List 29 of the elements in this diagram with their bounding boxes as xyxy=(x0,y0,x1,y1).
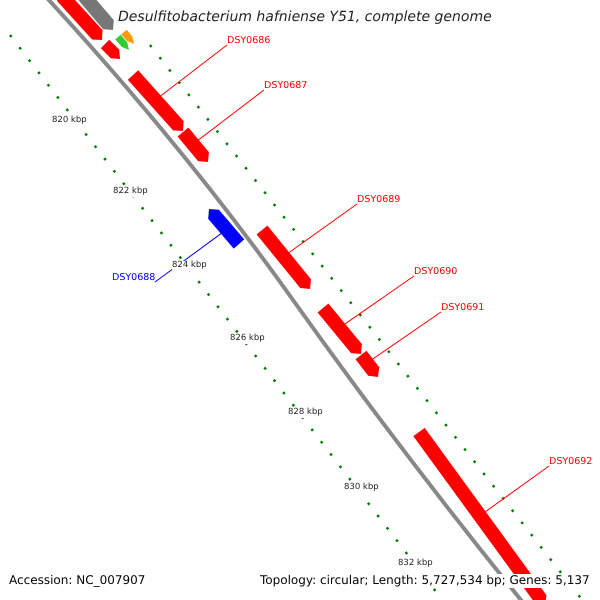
title: Desulfitobacterium hafniense Y51, complete genome xyxy=(118,9,492,26)
gene-label: DSY0688 xyxy=(112,273,156,284)
gene-label: DSY0687 xyxy=(264,81,308,92)
gene-feature xyxy=(208,209,244,249)
tick-label: 828 kbp xyxy=(288,408,323,418)
tick-label: 830 kbp xyxy=(344,483,379,493)
gene-label: DSY0691 xyxy=(441,303,484,314)
gene-label: DSY0686 xyxy=(227,36,270,47)
footer-text: Topology: circular; Length: 5,727,534 bp; Genes: 5,137 xyxy=(260,574,590,588)
gene-feature xyxy=(256,226,311,289)
gene-label: DSY0690 xyxy=(414,267,458,278)
gene-feature xyxy=(356,350,380,377)
leader-line xyxy=(372,312,442,360)
footer-text: Accession: NC_007907 xyxy=(9,574,146,588)
tick-label: 824 kbp xyxy=(172,261,207,271)
leader-line xyxy=(160,44,228,96)
leader-line xyxy=(344,276,414,324)
leader-line xyxy=(198,90,264,140)
tick-label: 826 kbp xyxy=(230,334,265,344)
gene-label: DSY0689 xyxy=(357,195,400,206)
gene-feature xyxy=(128,70,184,131)
tick-label: 820 kbp xyxy=(52,116,87,126)
leader-line xyxy=(288,204,358,253)
tick-label: 832 kbp xyxy=(398,559,433,569)
gene-feature xyxy=(318,304,362,354)
gene-label: DSY0692 xyxy=(549,457,592,468)
tick-label: 822 kbp xyxy=(113,187,148,197)
leader-line xyxy=(485,466,550,512)
gene-feature xyxy=(178,128,209,162)
